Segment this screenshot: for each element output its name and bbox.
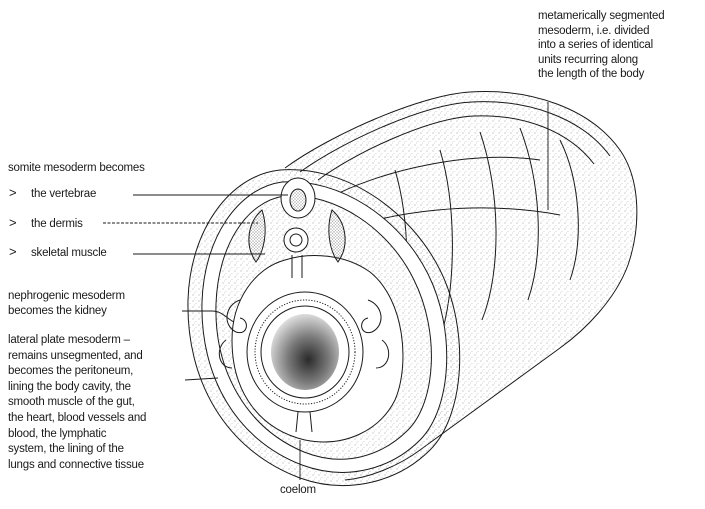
label-line: units recurring along: [538, 53, 638, 66]
label-line: lateral plate mesoderm –: [8, 334, 130, 346]
nephrogenic-right: [361, 299, 382, 334]
label-line: into a series of identical: [538, 39, 653, 52]
nephrogenic-left: [226, 299, 247, 334]
label-line: lining the body cavity, the: [8, 380, 131, 393]
leader-lateral-plate: [184, 377, 219, 381]
segment-ridge: [519, 127, 539, 301]
label-nephrogenic-mesoderm: nephrogenic mesoderm becomes the kidney: [8, 289, 125, 318]
leader-nephrogenic: [182, 310, 235, 323]
label-line: the length of the body: [538, 68, 645, 81]
notochord: [283, 227, 309, 253]
label-line: mesoderm, i.e. divided: [538, 24, 650, 37]
label-line: nephrogenic mesoderm: [8, 290, 125, 302]
leader-lines: [103, 102, 549, 480]
gut-wall-muscle: [254, 299, 356, 405]
cylinder-top-edge: [299, 101, 611, 173]
label-line: becomes the peritoneum,: [8, 365, 134, 378]
label-vertebrae: the vertebrae: [31, 188, 97, 200]
gut-endoderm: [271, 314, 339, 390]
nephrogenic-left-2: [218, 339, 233, 369]
label-metameric-mesoderm: metamerically segmented mesoderm, i.e. d…: [538, 9, 665, 82]
label-line: lungs and connective tissue: [8, 458, 144, 471]
label-somite-heading: somite mesoderm becomes: [8, 162, 145, 174]
label-lateral-plate-mesoderm: lateral plate mesoderm – remains unsegme…: [8, 333, 146, 473]
label-line: the heart, blood vessels and: [8, 411, 147, 424]
cylinder-inner-top-edge: [317, 115, 595, 181]
label-line: smooth muscle of the gut,: [8, 396, 135, 409]
label-line: system, the lining of the: [8, 443, 124, 456]
segment-ridge: [559, 139, 579, 281]
notochord-core: [289, 233, 303, 247]
label-skeletal-muscle: skeletal muscle: [31, 247, 107, 259]
label-dermis: the dermis: [31, 218, 83, 230]
dorsal-mesentery: [291, 255, 303, 278]
label-line: becomes the kidney: [8, 304, 107, 317]
label-line: blood, the lymphatic: [8, 427, 107, 440]
label-line: metamerically segmented: [538, 10, 665, 22]
somite-right: [328, 209, 346, 263]
label-line: remains unsegmented, and: [8, 349, 143, 362]
cross-section: [187, 169, 461, 487]
segment-ridge: [479, 131, 497, 321]
bullet-arrow-icon: >: [9, 185, 17, 200]
label-coelom: coelom: [280, 484, 316, 496]
neural-canal: [289, 188, 307, 212]
ventral-mesentery: [295, 411, 313, 433]
bullet-arrow-icon: >: [9, 215, 17, 230]
nephrogenic-right-2: [375, 339, 390, 369]
bullet-arrow-icon: >: [9, 244, 17, 259]
